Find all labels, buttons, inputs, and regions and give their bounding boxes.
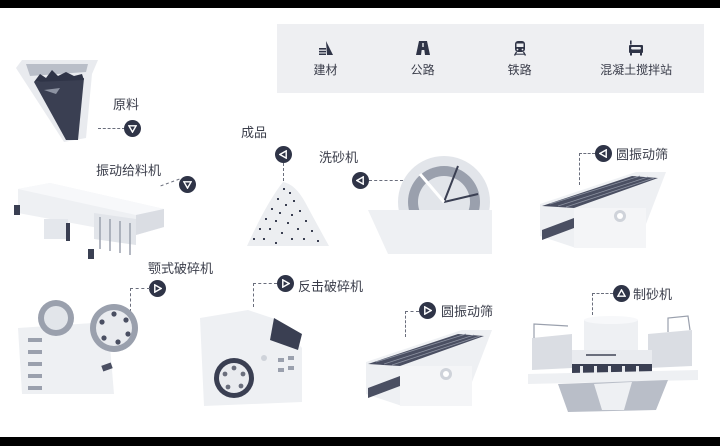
connector-line (369, 180, 403, 181)
sand-maker[interactable] (528, 314, 698, 414)
building-materials-icon (318, 40, 333, 55)
application-bar: 建材 公路 铁路 (277, 24, 704, 93)
sand-maker-marker[interactable] (613, 285, 630, 302)
impact-crusher[interactable] (194, 306, 310, 408)
sand-maker-illustration (528, 315, 698, 412)
railway-train-icon (513, 40, 526, 56)
raw-material-marker[interactable] (124, 120, 141, 137)
sand-maker-label: 制砂机 (633, 288, 673, 303)
hopper-illustration (16, 60, 98, 142)
vibrating-screen-illustration (366, 330, 492, 406)
impact-crusher-marker[interactable] (277, 275, 294, 292)
vibrating-screen-top-label: 圆振动筛 (616, 148, 669, 163)
jaw-crusher-illustration (18, 300, 138, 394)
connector-line (130, 288, 150, 312)
connector-line (405, 311, 419, 337)
sand-washer-illustration (368, 156, 492, 254)
chevron-left-icon (356, 176, 364, 185)
sand-washer[interactable] (368, 150, 496, 254)
finished-product-marker[interactable] (275, 146, 292, 163)
application-label: 建材 (313, 62, 338, 77)
chevron-right-icon (154, 284, 162, 293)
concrete-mixing-station-icon (629, 40, 644, 55)
application-highway[interactable]: 公路 (374, 24, 471, 93)
impact-crusher-illustration (200, 310, 302, 406)
connector-line (592, 293, 613, 315)
chevron-up-icon (617, 289, 626, 297)
chevron-left-icon (279, 150, 287, 159)
connector-line (283, 163, 284, 181)
vibrating-screen-bottom[interactable] (366, 330, 496, 410)
vibrating-feeder[interactable] (14, 183, 164, 263)
application-railway[interactable]: 铁路 (471, 24, 568, 93)
jaw-crusher-label: 颚式破碎机 (148, 262, 214, 277)
connector-line (579, 153, 595, 185)
connector-line (253, 283, 277, 307)
vibrating-feeder-marker[interactable] (179, 176, 196, 193)
chevron-left-icon (599, 149, 607, 158)
chevron-down-icon (183, 181, 192, 189)
sand-washer-marker[interactable] (352, 172, 369, 189)
highway-icon (415, 40, 430, 55)
vibrating-screen-top-marker[interactable] (595, 145, 612, 162)
application-label: 公路 (410, 62, 435, 77)
finished-product-pile (247, 178, 329, 248)
jaw-crusher-marker[interactable] (149, 280, 166, 297)
process-flow-stage: 建材 公路 铁路 (0, 8, 720, 437)
vibrating-screen-top[interactable] (540, 172, 670, 252)
connector-line (98, 128, 125, 129)
impact-crusher-label: 反击破碎机 (298, 280, 364, 295)
finished-product-label: 成品 (241, 126, 268, 141)
vibrating-feeder-illustration (14, 183, 164, 259)
sand-pile-illustration (247, 182, 329, 246)
chevron-right-icon (424, 306, 432, 315)
chevron-right-icon (282, 279, 290, 288)
raw-material-label: 原料 (113, 98, 140, 113)
vibrating-screen-bottom-label: 圆振动筛 (441, 305, 494, 320)
application-label: 铁路 (507, 62, 532, 77)
application-label: 混凝土搅拌站 (600, 62, 673, 77)
chevron-down-icon (128, 125, 137, 133)
vibrating-screen-illustration (540, 172, 666, 248)
raw-material-hopper[interactable] (16, 60, 98, 142)
sand-washer-label: 洗砂机 (319, 151, 359, 166)
vibrating-feeder-label: 振动给料机 (96, 164, 162, 179)
application-concrete-mixing-station[interactable]: 混凝土搅拌站 (568, 24, 704, 93)
vibrating-screen-bottom-marker[interactable] (419, 302, 436, 319)
jaw-crusher[interactable] (18, 298, 138, 394)
application-building-materials[interactable]: 建材 (277, 24, 374, 93)
